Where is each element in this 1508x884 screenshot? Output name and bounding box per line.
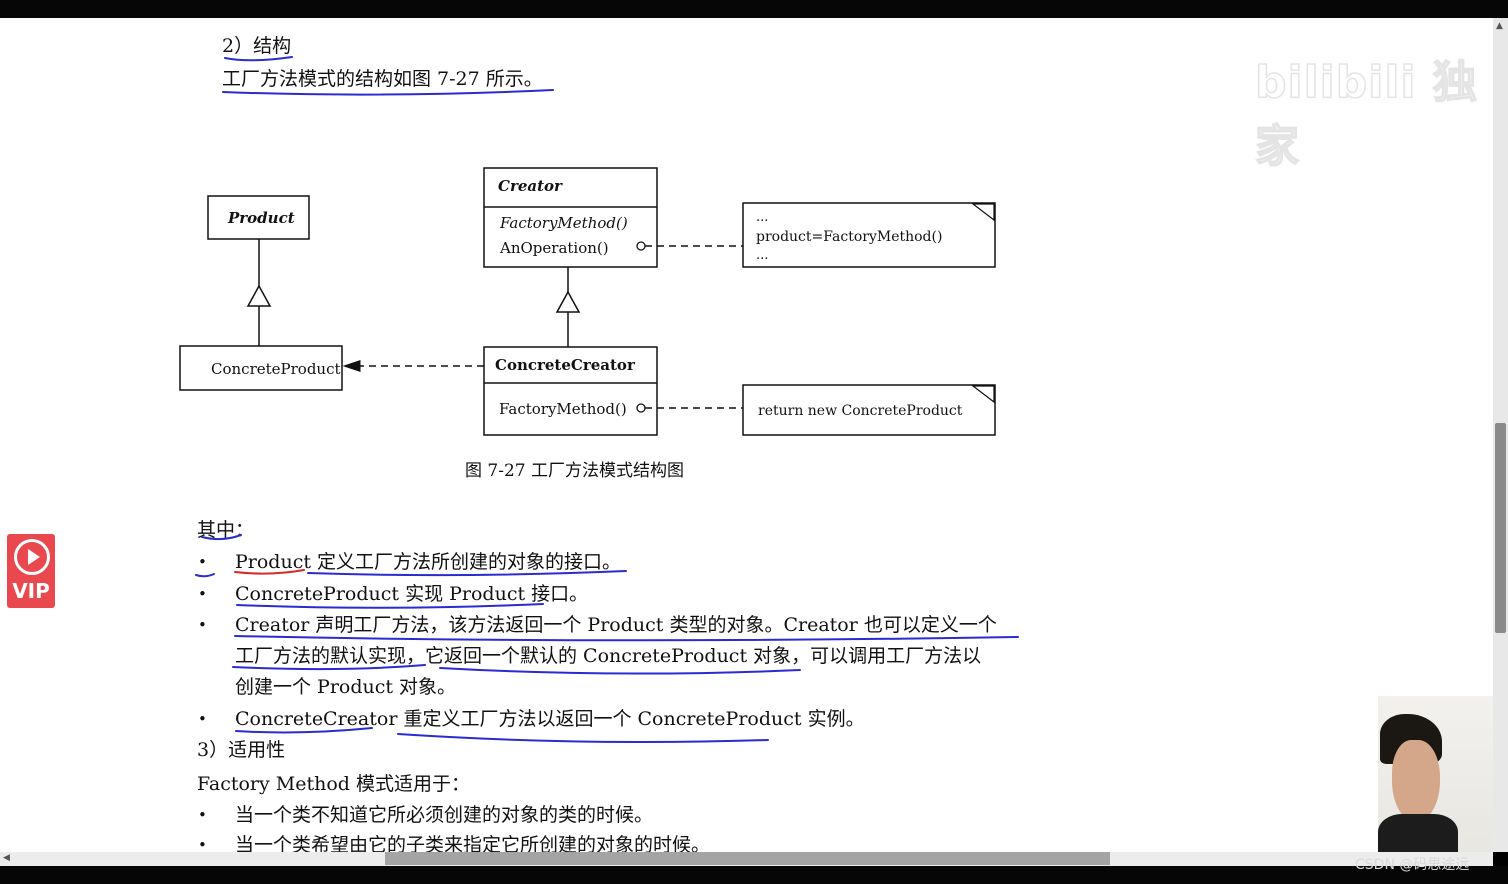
concrete-product-name: ConcreteProduct <box>211 360 341 378</box>
csdn-watermark: CSDN @码思途远 <box>1355 857 1470 873</box>
webcam-overlay <box>1378 696 1493 852</box>
creator-factory-method: FactoryMethod() <box>499 214 628 232</box>
creator-class-box <box>483 167 658 268</box>
applicability-heading: 3）适用性 <box>197 739 286 761</box>
bullet-dot: • <box>198 585 207 603</box>
applicability-intro: Factory Method 模式适用于： <box>197 773 471 795</box>
note-anoperation-box <box>742 202 996 268</box>
concrete-creator-box <box>483 346 658 436</box>
bullet-dot: • <box>198 553 207 571</box>
bullet-dot: • <box>198 836 207 852</box>
top-black-bar <box>0 0 1508 18</box>
vip-badge[interactable]: VIP <box>7 534 55 608</box>
scroll-up-icon[interactable]: ▲ <box>1496 21 1503 31</box>
note-return-box <box>742 384 996 436</box>
scroll-left-icon[interactable]: ◀ <box>3 853 10 863</box>
figure-caption: 图 7-27 工厂方法模式结构图 <box>465 461 684 481</box>
bullet-creator-line1: Creator 声明工厂方法，该方法返回一个 Product 类型的对象。Cre… <box>235 614 997 636</box>
pen-annotations <box>195 56 1019 743</box>
svg-text:...: ... <box>756 210 768 225</box>
bilibili-watermark: bilibili 独家 <box>1254 56 1478 173</box>
bottom-black-bar <box>0 866 1508 884</box>
product-class-name: Product <box>227 209 295 227</box>
bullet-product: Product 定义工厂方法所创建的对象的接口。 <box>235 551 622 573</box>
applicability-bullet-1: 当一个类不知道它所必须创建的对象的类的时候。 <box>235 804 654 826</box>
product-class-box <box>207 195 310 240</box>
creator-class-name: Creator <box>498 177 563 195</box>
bullet-dot: • <box>198 710 207 728</box>
folded-corner-icon <box>971 203 995 222</box>
horizontal-scroll-thumb[interactable] <box>385 852 1110 865</box>
vip-label: VIP <box>12 579 50 603</box>
concrete-creator-name: ConcreteCreator <box>495 356 636 374</box>
document-page: 2）结构 工厂方法模式的结构如图 7-27 所示。 Product Concre… <box>0 18 1493 852</box>
bullet-dot: • <box>198 806 207 824</box>
bullet-creator-line3: 创建一个 Product 对象。 <box>235 676 457 698</box>
concrete-creator-factory-method: FactoryMethod() <box>499 400 627 418</box>
vertical-scroll-thumb[interactable] <box>1495 423 1506 633</box>
note-anoperation-text: product=FactoryMethod() <box>756 229 942 245</box>
bullet-dot: • <box>198 616 207 634</box>
intro-line: 工厂方法模式的结构如图 7-27 所示。 <box>222 68 543 90</box>
bullet-concrete-product: ConcreteProduct 实现 Product 接口。 <box>235 583 589 605</box>
bullet-creator-line2: 工厂方法的默认实现，它返回一个默认的 ConcreteProduct 对象，可以… <box>235 645 982 667</box>
concrete-product-box <box>179 345 343 391</box>
play-circle-icon <box>14 539 50 575</box>
svg-text:...: ... <box>756 248 768 263</box>
vertical-scrollbar[interactable]: ▲ <box>1493 18 1508 852</box>
horizontal-scrollbar[interactable]: ◀ <box>0 852 1493 866</box>
section-heading-structure: 2）结构 <box>222 35 292 57</box>
note-return-text: return new ConcreteProduct <box>758 403 963 419</box>
applicability-bullet-2: 当一个类希望由它的子类来指定它所创建的对象的时候。 <box>235 834 711 852</box>
uml-diagram: Product ConcreteProduct Creator FactoryM… <box>179 167 996 436</box>
bullet-concrete-creator: ConcreteCreator 重定义工厂方法以返回一个 ConcretePro… <box>235 708 865 730</box>
creator-anoperation: AnOperation() <box>499 239 609 257</box>
